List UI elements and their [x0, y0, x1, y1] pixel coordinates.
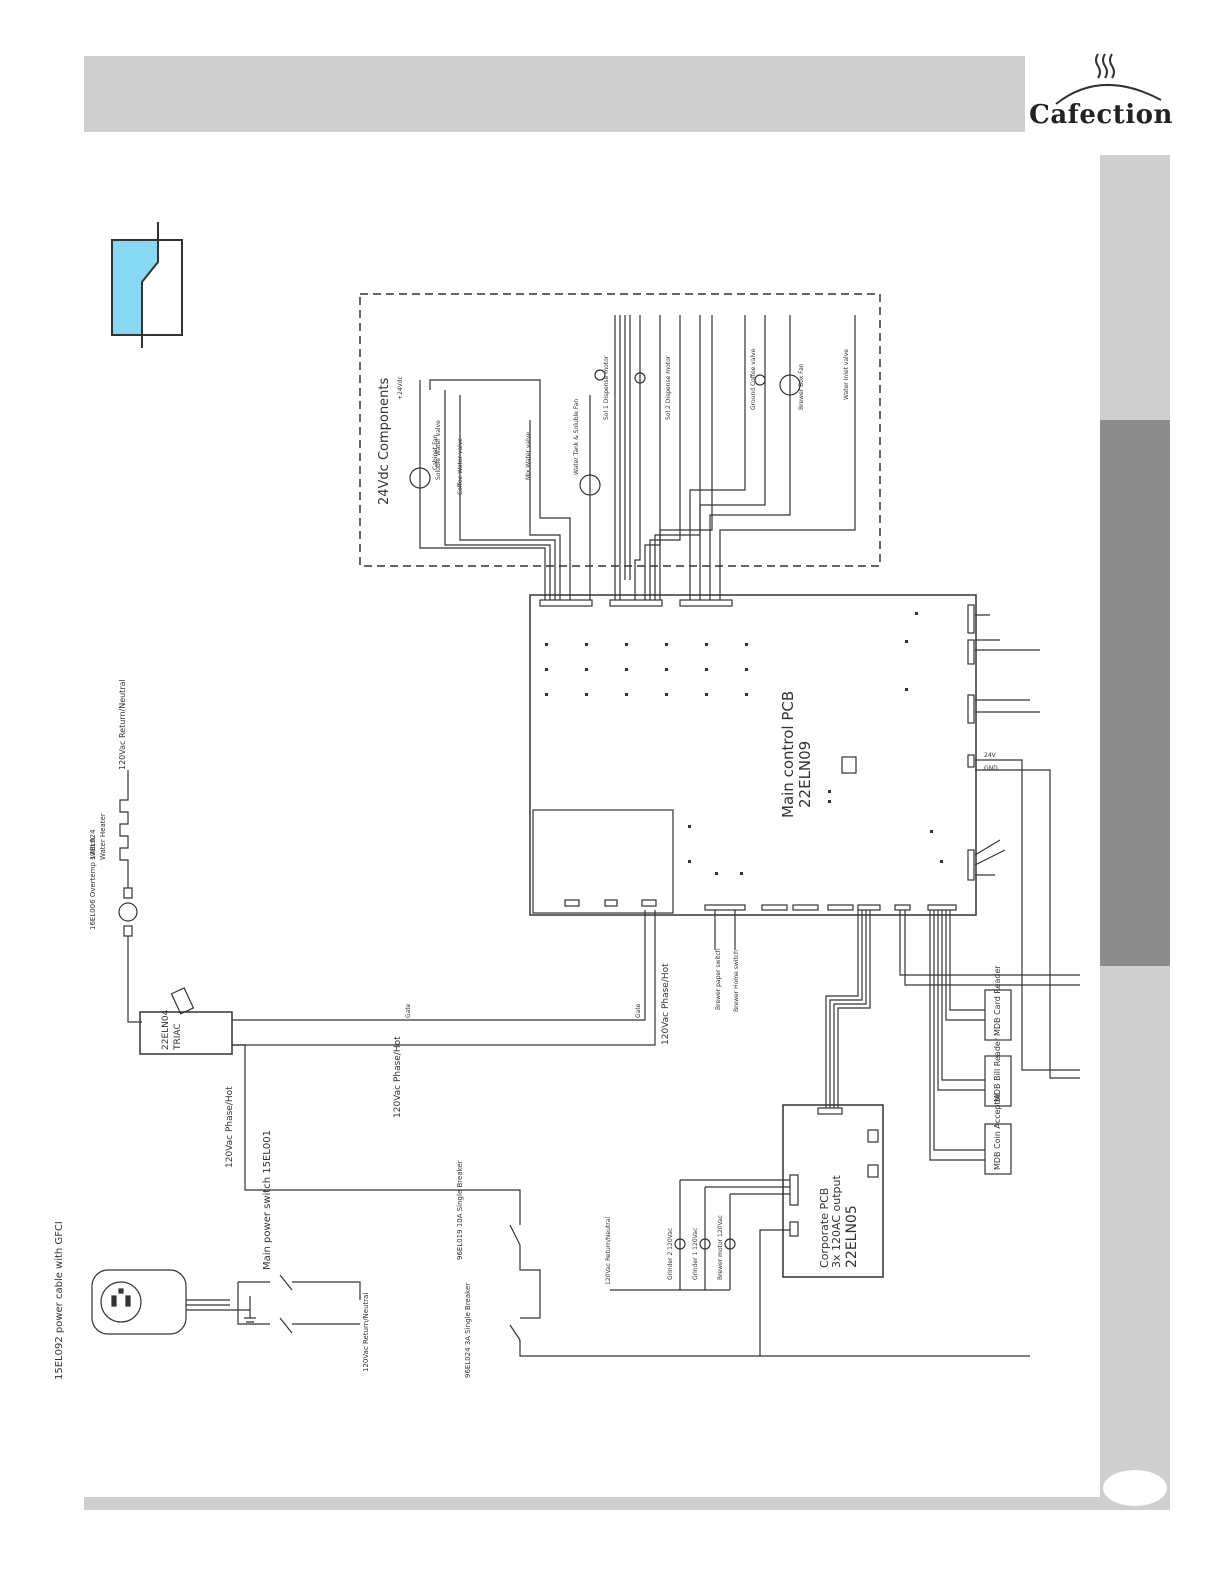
solenoid-2-label: Sol 2 Dispense motor: [665, 355, 672, 420]
gate-2-label: Gate: [635, 1003, 642, 1018]
water-inlet-label: Water Inlet valve: [843, 349, 850, 400]
side-tab-top: [1100, 155, 1170, 420]
brewer-fan-label: Brewer Box Fan: [798, 363, 805, 410]
ground-coffee-label: Ground Coffee valve: [750, 348, 757, 410]
mdb-card-reader-box: [984, 989, 1012, 1041]
phase-hot-2: 120Vac Phase/Hot: [393, 1036, 403, 1118]
footer-bar: [84, 1497, 1100, 1510]
pcb-gnd-label: GND: [984, 765, 998, 772]
grinder-1-label: Grinder 1 120Vac: [692, 1228, 699, 1280]
heater-sub: Water Heater: [99, 813, 107, 860]
vdc-top-label: +24Vdc: [397, 376, 404, 400]
main-pcb: [529, 594, 977, 916]
brand-logo: Cafection: [1026, 48, 1176, 138]
dc-components-label: 24Vdc Components: [377, 378, 392, 505]
heater-name: 17EL024: [89, 829, 97, 860]
overtemp-label: 16EL006 Overtemp switch: [89, 837, 97, 930]
outlet-icon: [91, 1269, 187, 1335]
phase-hot-3: 120Vac Phase/Hot: [225, 1086, 235, 1168]
mix-valve-label: Mix Water valve: [525, 432, 532, 480]
main-pcb-subboard: [532, 809, 674, 914]
breaker-2-label: 96EL024 3A Single Breaker: [464, 1283, 472, 1378]
corporate-pcb-name: Corporate PCB: [818, 1188, 831, 1268]
corporate-pcb: [782, 1104, 884, 1278]
steam-icon: [1055, 53, 1162, 105]
mdb-card-label: MDB Card Reader: [993, 965, 1002, 1036]
return-neutral-bottom: 120Vac Return/Neutral: [362, 1293, 370, 1372]
main-power-label: Main power switch 15EL001: [262, 1130, 273, 1270]
mdb-bill-reader-box: [984, 1055, 1012, 1107]
corporate-pcb-code: 22ELN05: [844, 1205, 860, 1268]
triac-box: [139, 1011, 233, 1055]
brand-name: Cafection: [1029, 100, 1173, 130]
corporate-pcb-sub: 3x 120AC output: [830, 1175, 843, 1268]
brewer-motor-label: Brewer motor 120Vac: [717, 1215, 724, 1280]
pcb-24v-label: 24V: [984, 752, 997, 759]
heater-coil: [119, 790, 129, 870]
mdb-coin-acceptor-box: [984, 1123, 1012, 1175]
return-neutral-top: 120Vac Return/Neutral: [118, 679, 127, 770]
coffee-valve-label: Coffee Water valve: [457, 438, 464, 495]
power-cable-label: 15EL092 power cable with GFCI: [54, 1221, 65, 1380]
side-tab-active: [1100, 420, 1170, 966]
side-tab-bottom: [1100, 966, 1170, 1510]
solenoid-1-label: Sol 1 Dispense motor: [603, 355, 610, 420]
cabinet-fan-label: Cabinet Fan: [432, 434, 439, 470]
fold-marker-icon: [111, 222, 183, 348]
gate-1-label: Gate: [405, 1003, 412, 1018]
load-icons: [674, 1238, 736, 1250]
soluble-valve-label: Soluble Water valve: [435, 420, 442, 480]
triac-sub: TRIAC: [173, 1023, 183, 1051]
mdb-bill-label: MDB Bill Reader: [993, 1037, 1002, 1102]
triac-name: 22ELN04: [161, 1009, 171, 1050]
brewer-home-label: Brewer Home switch: [733, 950, 740, 1012]
paper-switch-label: Brewer paper switch: [715, 948, 722, 1010]
overtemp-switch-icon: [118, 887, 138, 937]
phase-hot-1: 120Vac Phase/Hot: [661, 963, 671, 1045]
return-neutral-mid: 120Vac Return/Neutral: [605, 1217, 612, 1285]
mdb-coin-label: MDB Coin Acceptor: [993, 1092, 1002, 1170]
page-number-oval: [1103, 1470, 1167, 1506]
soluble-fan-label: Water Tank & Soluble Fan: [573, 399, 580, 475]
dc-components-box: [359, 293, 881, 567]
breaker-1-label: 96EL019 10A Single Breaker: [456, 1160, 464, 1260]
header-bar: [84, 56, 1025, 132]
fan-icons: [409, 369, 801, 496]
main-pcb-name: Main control PCB: [779, 691, 797, 818]
main-pcb-code: 22ELN09: [796, 741, 814, 808]
grinder-2-label: Grinder 2 120Vac: [667, 1228, 674, 1280]
